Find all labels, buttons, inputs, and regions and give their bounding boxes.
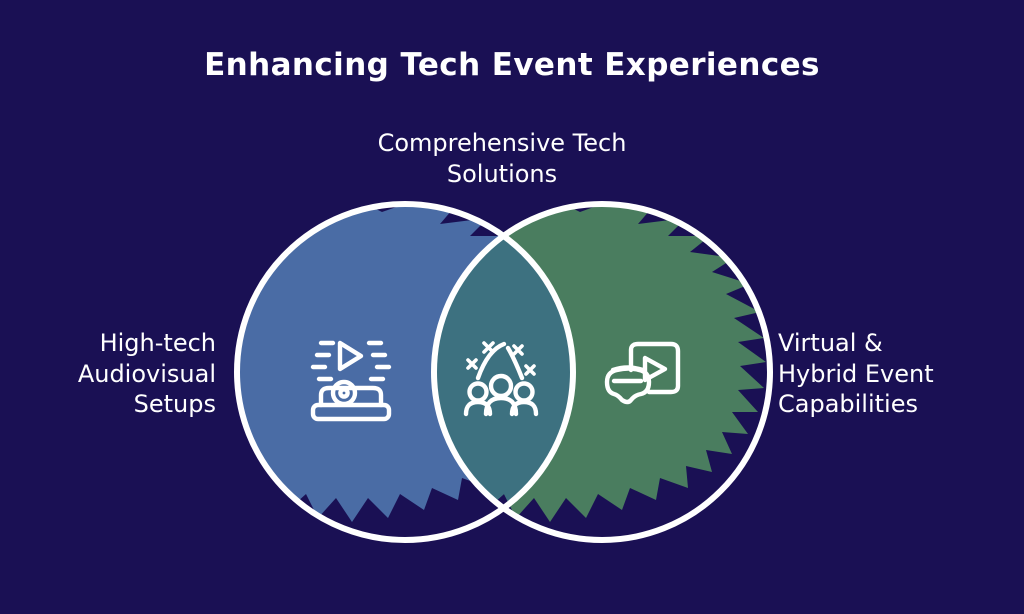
vr-headset-video-icon [604,341,681,405]
right-circle-outline [431,201,773,543]
projector-play-icon [310,340,392,422]
left-circle-label: High-tech Audiovisual Setups [77,329,216,419]
celebration-people-icon [463,341,539,417]
overlap-label: Comprehensive Tech Solutions [377,129,627,188]
right-circle-label: Virtual & Hybrid Event Capabilities [778,329,934,419]
page-title: Enhancing Tech Event Experiences [204,47,820,83]
left-circle-outline [234,201,576,543]
